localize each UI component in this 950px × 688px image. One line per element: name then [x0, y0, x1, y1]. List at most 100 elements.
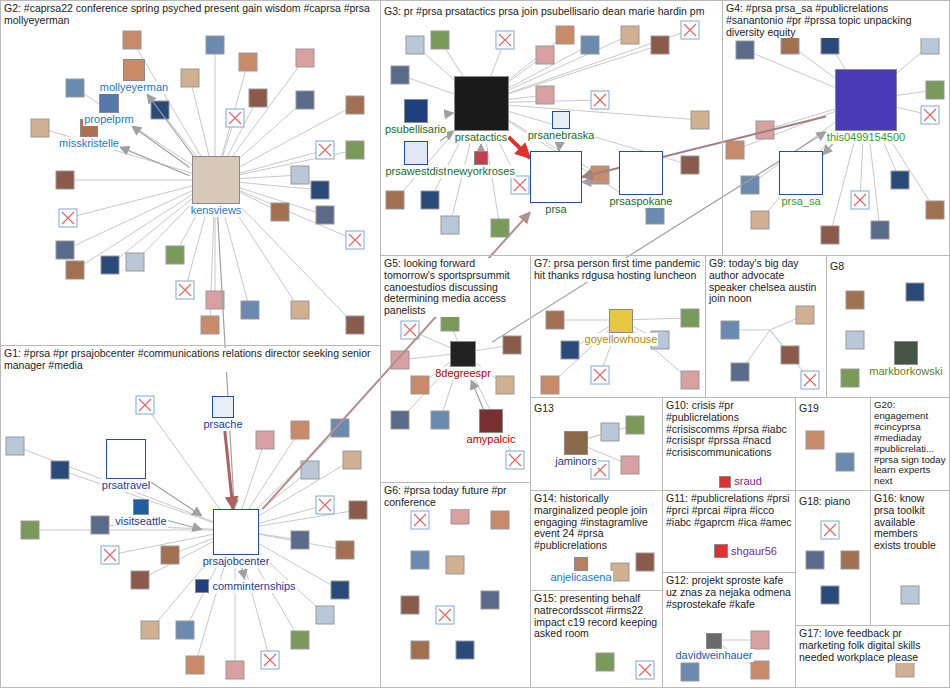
vertex-icon: [619, 151, 663, 195]
vertex-icon: [706, 633, 722, 649]
vertex-image: [186, 656, 204, 674]
broken-image-mark: [439, 609, 451, 621]
vertex-label: propelprm: [83, 113, 135, 126]
vertex-image: [721, 321, 739, 339]
edge-arrow: [492, 132, 826, 343]
vertex-image: [496, 31, 514, 49]
vertex-image: [206, 36, 224, 54]
vertex-image: [291, 631, 309, 649]
vertex-image: [841, 551, 859, 569]
vertex-image: [271, 203, 289, 221]
vertex-image: [391, 411, 409, 429]
group-heading: G3: pr #prsa prsatactics prsa join psube…: [384, 6, 704, 18]
vertex-image: [161, 546, 179, 564]
edge-arrow: [242, 568, 244, 579]
vertex-label: prsache: [202, 418, 243, 431]
vertex-image: [541, 376, 559, 394]
vertex-image: [821, 586, 839, 604]
vertex: this0499154500: [826, 69, 906, 144]
vertex-label: psubellisario: [384, 123, 447, 136]
vertex-image: [336, 541, 354, 559]
vertex-image: [311, 181, 329, 199]
vertex-image: [261, 651, 279, 669]
vertex-image: [291, 531, 309, 549]
vertex-image: [561, 341, 579, 359]
vertex-icon: [719, 476, 731, 488]
vertex-image: [651, 36, 669, 54]
vertex-image: [781, 36, 799, 54]
vertex-image: [101, 546, 119, 564]
vertex-image: [31, 119, 49, 137]
vertex-image: [456, 641, 474, 659]
vertex-image: [51, 461, 69, 479]
vertex-image: [491, 511, 509, 529]
vertex-image: [316, 206, 334, 224]
vertex-label: misskristelle: [58, 137, 120, 150]
vertex-image: [821, 36, 839, 54]
vertex-image: [316, 141, 334, 159]
vertex-image: [926, 81, 944, 99]
vertex-image: [536, 46, 554, 64]
vertex-image: [336, 541, 354, 559]
vertex-image: [821, 521, 839, 539]
broken-image-mark: [684, 24, 696, 36]
vertex-image: [841, 551, 859, 569]
vertex-image: [331, 581, 349, 599]
vertex-image: [391, 66, 409, 84]
vertex-image: [841, 369, 859, 387]
vertex-image: [681, 371, 699, 389]
vertex-image: [681, 21, 699, 39]
vertex-image: [836, 453, 854, 471]
vertex-image: [731, 363, 749, 381]
vertex-image: [431, 411, 449, 429]
group-panel: shgaur56G11: #publicrelations #prsi #prc…: [662, 490, 796, 573]
vertex-label: 8degreespr: [434, 367, 492, 380]
vertex-image: [691, 111, 709, 129]
vertex-image: [346, 316, 364, 334]
vertex-image: [841, 369, 859, 387]
vertex-image: [256, 431, 274, 449]
vertex-image: [441, 216, 459, 234]
vertex-image: [101, 256, 119, 274]
vertex-label: anjelicasena: [549, 571, 612, 584]
vertex-image: [411, 511, 429, 529]
vertex-image: [401, 321, 419, 339]
vertex-image: [496, 31, 514, 49]
vertex-image: [386, 191, 404, 209]
vertex-image: [591, 91, 609, 109]
vertex-image: [176, 281, 194, 299]
vertex-image: [241, 301, 259, 319]
broken-image-mark: [179, 284, 191, 296]
vertex: prsa: [530, 151, 582, 216]
vertex-image: [781, 346, 799, 364]
group-panel: this0499154500prsa_saG4: #prsa prsa_sa #…: [722, 0, 950, 256]
vertex-image: [181, 69, 199, 87]
vertex-image: [511, 176, 529, 194]
vertex-image: [411, 376, 429, 394]
vertex-image: [401, 321, 419, 339]
vertex-image: [346, 96, 364, 114]
vertex-image: [291, 421, 309, 439]
broken-image-mark: [924, 109, 936, 121]
vertex-image: [921, 36, 939, 54]
vertex-image: [391, 66, 409, 84]
vertex-image: [166, 246, 184, 264]
vertex-image: [806, 551, 824, 569]
vertex-image: [731, 363, 749, 381]
vertex-image: [801, 371, 819, 389]
vertex-image: [821, 36, 839, 54]
vertex-icon: [574, 557, 588, 571]
vertex-image: [796, 306, 814, 324]
group-panel: G17: love feedback pr marketing folk dig…: [795, 625, 950, 688]
group-heading: G5: looking forward tomorrow's sportsprs…: [384, 258, 527, 317]
vertex-image: [201, 316, 219, 334]
group-heading: G9: today's big day author advocate spea…: [709, 258, 823, 305]
vertex-image: [591, 91, 609, 109]
vertex-icon: [192, 156, 240, 204]
vertex-image: [681, 309, 699, 327]
vertex-image: [141, 621, 159, 639]
vertex-image: [391, 411, 409, 429]
vertex-image: [206, 291, 224, 309]
vertex-image: [291, 166, 309, 184]
